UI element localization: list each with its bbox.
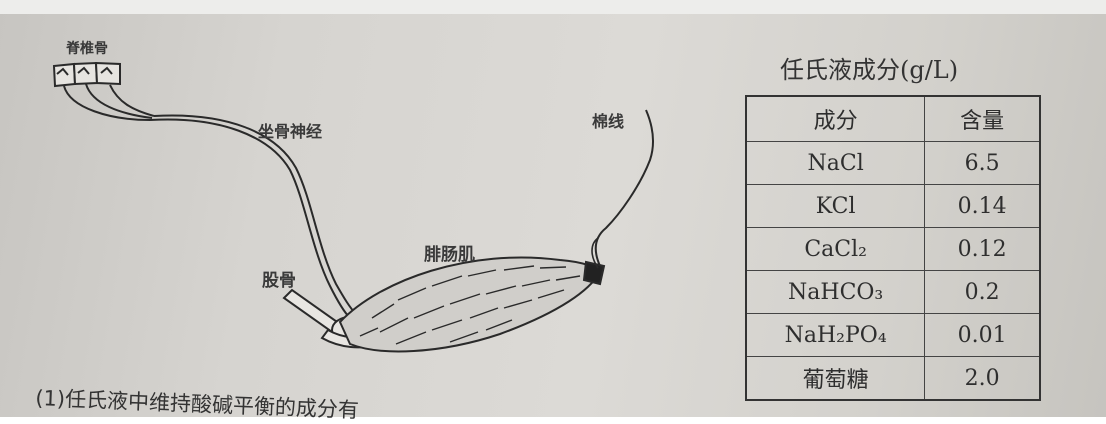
spine-vertebrae — [52, 61, 121, 88]
table-row: KCl 0.14 — [745, 184, 1041, 228]
header-component: 成分 — [745, 95, 926, 142]
cell-amount: 0.01 — [924, 313, 1041, 357]
ringer-solution-table: 成分 含量 NaCl 6.5 KCl 0.14 CaCl₂ 0.12 NaHCO… — [745, 95, 1041, 401]
cell-amount: 6.5 — [924, 141, 1041, 185]
table-row: NaHCO₃ 0.2 — [745, 270, 1041, 314]
cell-component: NaCl — [745, 141, 926, 185]
cell-amount: 0.12 — [924, 227, 1041, 271]
table-row: NaCl 6.5 — [745, 141, 1041, 185]
frog-nerve-muscle-diagram — [52, 61, 654, 353]
label-femur: 股骨 — [262, 271, 296, 291]
label-gastrocnemius: 腓肠肌 — [424, 245, 475, 265]
table-header-row: 成分 含量 — [745, 95, 1041, 142]
header-amount: 含量 — [924, 95, 1041, 142]
label-sciatic-nerve: 坐骨神经 — [258, 122, 323, 141]
table-title: 任氏液成分(g/L) — [780, 56, 959, 84]
table-row: NaH₂PO₄ 0.01 — [745, 313, 1041, 357]
cell-amount: 0.14 — [924, 184, 1041, 228]
label-spine: 脊椎骨 — [66, 41, 108, 57]
page-top-strip — [0, 0, 1106, 14]
cell-component: CaCl₂ — [745, 227, 926, 271]
sciatic-nerve — [63, 83, 357, 319]
cotton-thread — [594, 109, 654, 267]
label-cotton-thread: 棉线 — [592, 112, 625, 131]
cell-component: KCl — [745, 184, 926, 228]
cell-component: 葡萄糖 — [745, 356, 926, 401]
cell-component: NaH₂PO₄ — [745, 313, 926, 357]
table-row: CaCl₂ 0.12 — [745, 227, 1041, 271]
gastrocnemius-muscle — [338, 256, 606, 353]
cell-amount: 0.2 — [924, 270, 1041, 314]
cell-component: NaHCO₃ — [745, 270, 926, 314]
cell-amount: 2.0 — [924, 356, 1041, 401]
table-row: 葡萄糖 2.0 — [745, 356, 1041, 401]
